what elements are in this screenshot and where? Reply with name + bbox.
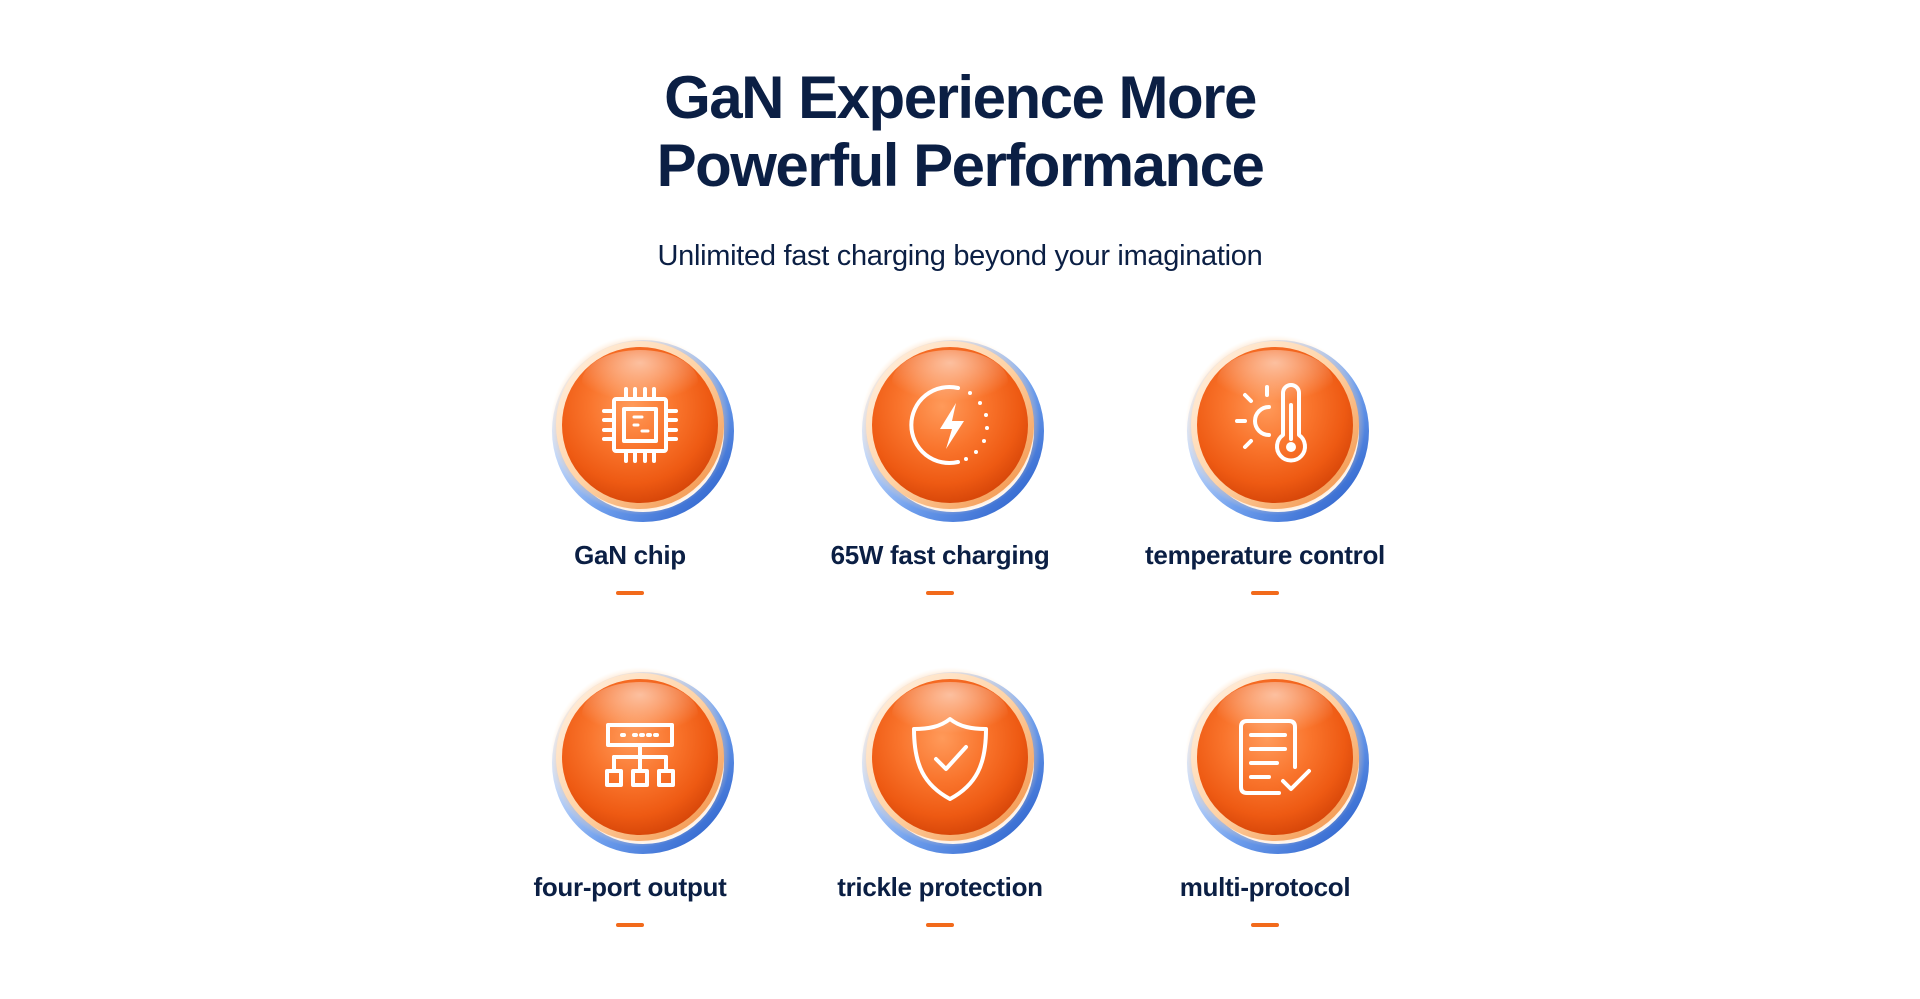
feature-label: four-port output xyxy=(533,872,727,902)
document-check-icon xyxy=(1180,662,1370,854)
accent-dash xyxy=(926,923,954,927)
feature-label: multi-protocol xyxy=(1179,872,1351,902)
page-title-line-1: GaN Experience More xyxy=(664,64,1257,131)
feature-label: temperature control xyxy=(1145,540,1385,570)
accent-dash xyxy=(616,923,644,927)
feature-trickle-protection: trickle protection xyxy=(780,662,1100,962)
feature-label: GaN chip xyxy=(574,540,686,570)
feature-label: trickle protection xyxy=(837,872,1043,902)
feature-gan-chip: GaN chip xyxy=(470,330,790,630)
page-title: GaN Experience More Powerful Performance xyxy=(0,64,1920,200)
page-subtitle: Unlimited fast charging beyond your imag… xyxy=(657,240,1263,272)
network-hierarchy-icon xyxy=(545,662,735,854)
accent-dash xyxy=(926,591,954,595)
accent-dash xyxy=(1251,591,1279,595)
feature-fast-charging: 65W fast charging xyxy=(780,330,1100,630)
page-title-line-2: Powerful Performance xyxy=(656,132,1265,199)
shield-check-icon xyxy=(855,662,1045,854)
thermometer-icon xyxy=(1180,330,1370,522)
chip-icon xyxy=(545,330,735,522)
feature-four-port-output: four-port output xyxy=(470,662,790,962)
accent-dash xyxy=(616,591,644,595)
feature-multi-protocol: multi-protocol xyxy=(1105,662,1425,962)
accent-dash xyxy=(1251,923,1279,927)
feature-temperature-control: temperature control xyxy=(1105,330,1425,630)
feature-label: 65W fast charging xyxy=(830,540,1050,570)
lightning-charge-icon xyxy=(855,330,1045,522)
